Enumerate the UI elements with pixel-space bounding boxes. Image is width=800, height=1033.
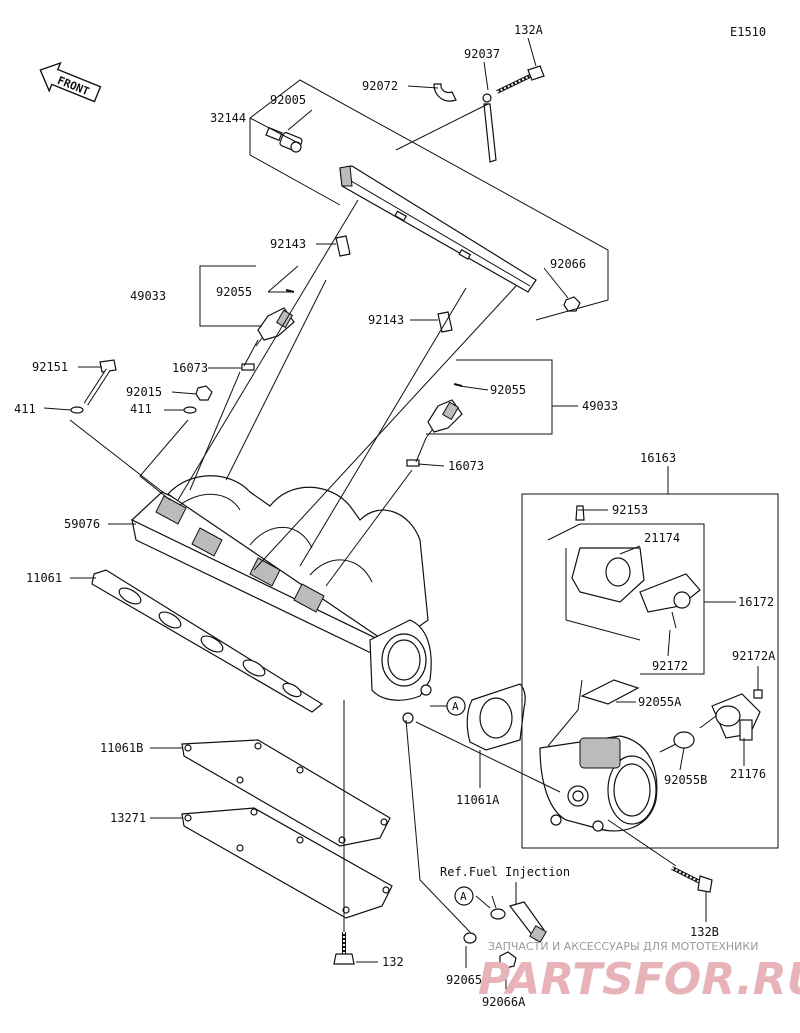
- nut-92015: [195, 385, 213, 401]
- bolt-92151: [83, 359, 117, 406]
- callout-16073-right: 16073: [448, 459, 484, 473]
- callout-13271: 13271: [110, 811, 146, 825]
- injector-49033a: [255, 289, 295, 347]
- callout-92172A: 92172A: [732, 649, 776, 663]
- leader-lines: [43, 37, 779, 990]
- callout-16172: 16172: [738, 595, 774, 609]
- gasket-11061A: [466, 683, 526, 751]
- watermark-brand: PARTSFOR.RU: [478, 954, 800, 1005]
- callout-92037: 92037: [464, 47, 500, 61]
- callout-92005: 92005: [270, 93, 306, 107]
- front-arrow-icon: FRONT: [39, 61, 102, 103]
- callout-32144: 32144: [210, 111, 246, 125]
- svg-text:A: A: [460, 890, 467, 903]
- callout-92055-left: 92055: [216, 285, 252, 299]
- ref-fuel-injection-label: Ref.Fuel Injection: [440, 865, 570, 879]
- callout-132B: 132B: [690, 925, 719, 939]
- callout-59076: 59076: [64, 517, 100, 531]
- gasket-92055A: [580, 679, 640, 705]
- intake-manifold-59076: [130, 475, 432, 724]
- bolt-132B: [671, 866, 713, 893]
- washer-411a: [70, 406, 84, 414]
- callout-92066: 92066: [550, 257, 586, 271]
- washer-92065: [463, 932, 477, 944]
- oring-92055B: [673, 731, 695, 749]
- callout-92055A: 92055A: [638, 695, 682, 709]
- diagram-code: E1510: [730, 25, 766, 39]
- callout-92143-top: 92143: [270, 237, 306, 251]
- svg-text:A: A: [452, 700, 459, 713]
- band-92037: [482, 93, 497, 163]
- callout-16073-left: 16073: [172, 361, 208, 375]
- callout-92143-mid: 92143: [368, 313, 404, 327]
- bolt-132: [333, 932, 355, 965]
- callout-49033-left: 49033: [130, 289, 166, 303]
- callout-16163: 16163: [640, 451, 676, 465]
- callout-411-left: 411: [14, 402, 36, 416]
- fuel-rail: [339, 165, 537, 293]
- callout-92072: 92072: [362, 79, 398, 93]
- spacer-92143a: [335, 235, 351, 257]
- callout-92153: 92153: [612, 503, 648, 517]
- oring-16073b: [406, 459, 420, 467]
- callout-49033-right: 49033: [582, 399, 618, 413]
- watermark-tagline: ЗАПЧАСТИ И АКСЕССУАРЫ ДЛЯ МОТОТЕХНИКИ: [488, 940, 758, 953]
- callout-92015: 92015: [126, 385, 162, 399]
- ref-marker-a2: A: [454, 886, 474, 906]
- callout-11061B: 11061B: [100, 741, 143, 755]
- callout-21174: 21174: [644, 531, 680, 545]
- sensor-ref: [508, 901, 547, 943]
- callout-92172: 92172: [652, 659, 688, 673]
- gasket-11061: [91, 569, 324, 713]
- callout-92065: 92065: [446, 973, 482, 987]
- callout-92055-right: 92055: [490, 383, 526, 397]
- washer-ref: [490, 908, 506, 920]
- washer-411b: [183, 406, 197, 414]
- callout-411-right: 411: [130, 402, 152, 416]
- clip-92072: [433, 83, 457, 102]
- fitting-92005: [265, 126, 303, 153]
- callout-132: 132: [382, 955, 404, 969]
- plug-92066A: [499, 951, 517, 969]
- callout-92055B: 92055B: [664, 773, 707, 787]
- bolt-132A: [496, 65, 545, 94]
- callout-11061A: 11061A: [456, 793, 500, 807]
- callout-21176: 21176: [730, 767, 766, 781]
- nut-92066: [563, 296, 581, 312]
- callout-92066A: 92066A: [482, 995, 526, 1009]
- injector-49033b: [425, 383, 463, 439]
- callout-92151: 92151: [32, 360, 68, 374]
- sensor-21176: [711, 689, 763, 741]
- callout-11061: 11061: [26, 571, 62, 585]
- callout-132A: 132A: [514, 23, 544, 37]
- cover-13271: [181, 807, 393, 919]
- oring-16073a: [241, 363, 255, 371]
- ref-marker-a1: A: [446, 696, 466, 716]
- throttle-body-16163: [539, 735, 658, 832]
